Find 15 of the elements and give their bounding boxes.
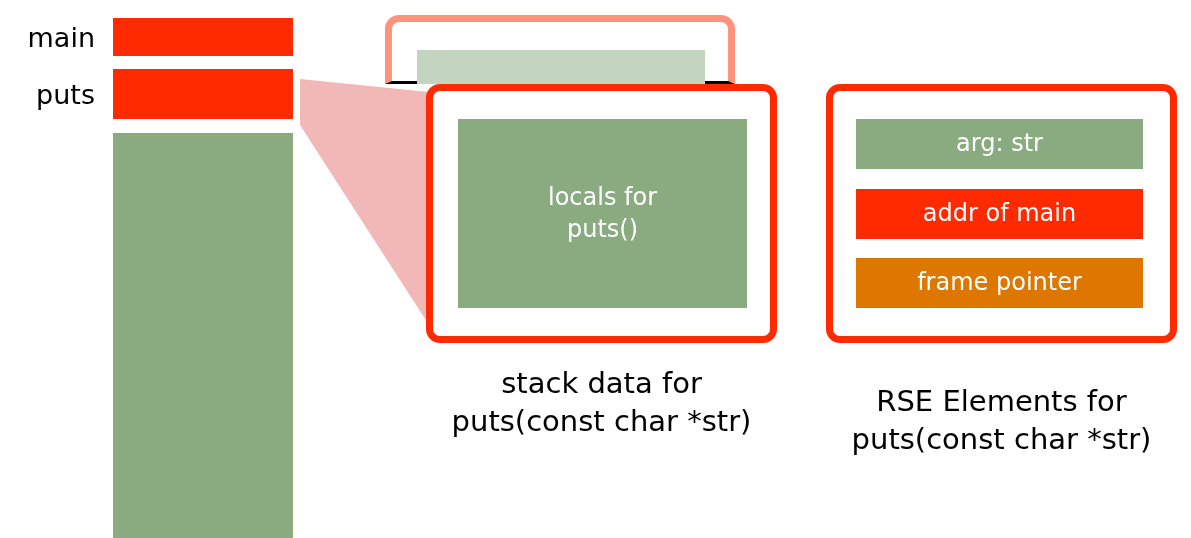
- register-slot: [856, 119, 1143, 169]
- frame-caption: stack data for puts(const char *str): [450, 365, 753, 440]
- frame-label: main: [27, 21, 95, 53]
- slot-label: frame pointer: [917, 267, 1082, 299]
- locals-block: [417, 50, 705, 84]
- frame-caption: RSE Elements for puts(const char *str): [850, 383, 1153, 458]
- slot-label: locals for puts(): [546, 182, 659, 245]
- frame-outline: [385, 15, 735, 84]
- slot-label: addr of main: [922, 198, 1077, 230]
- frame-label: puts: [36, 78, 95, 110]
- locals-block: [458, 119, 747, 308]
- stack-bar: [113, 133, 293, 538]
- register-slot: [856, 189, 1143, 239]
- slot-label: arg: str: [956, 128, 1043, 160]
- register-slot: [856, 258, 1143, 308]
